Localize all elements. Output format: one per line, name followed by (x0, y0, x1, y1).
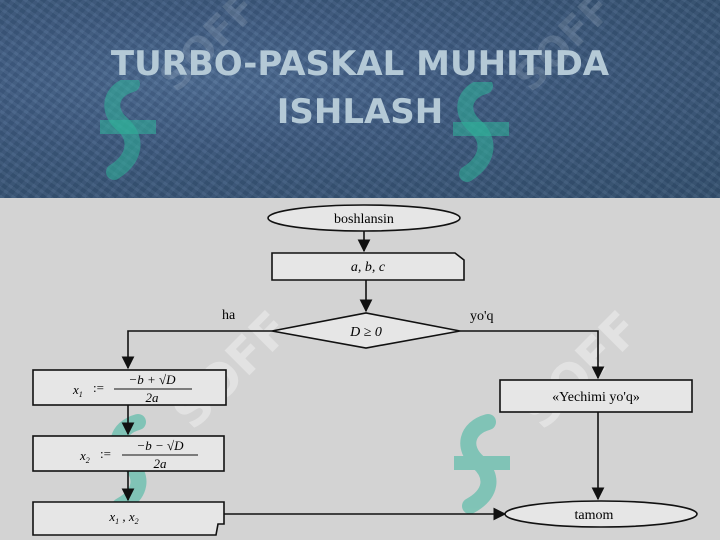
x2-numerator: −b − √D (136, 438, 184, 453)
connector-no (460, 330, 605, 380)
x2-assignment-block (32, 435, 225, 472)
input-block (271, 252, 465, 281)
x2-denominator: 2a (154, 456, 168, 471)
input-label: a, b, c (351, 260, 386, 275)
title-line-2: ISHLASH (276, 92, 444, 132)
x1-assign-op: := (93, 380, 104, 395)
x2-var: x2 (79, 448, 90, 465)
x1-assignment-block (32, 369, 227, 406)
end-label: tamom (575, 508, 614, 523)
title-banner: SOFF SOFF TURBO-PASKAL MUHITIDA ISHLASH (0, 0, 720, 198)
output-roots-label: x1 , x2 (108, 509, 138, 526)
connector-yes (121, 330, 272, 370)
flowchart-canvas: SOFF SOFF boshlansin a, b, c D ≥ 0 ha yo… (32, 204, 698, 536)
yes-label: ha (222, 308, 236, 323)
flowchart: SOFF SOFF boshlansin a, b, c D ≥ 0 ha yo… (0, 198, 720, 540)
output-roots-block (32, 501, 225, 536)
x1-var: x1 (72, 382, 83, 399)
x1-numerator: −b + √D (128, 372, 176, 387)
end-terminator (504, 500, 698, 528)
x2-assign-op: := (100, 446, 111, 461)
watermark-logo-icon (454, 414, 510, 514)
no-solution-block (499, 379, 693, 413)
no-label: yo'q (470, 309, 494, 324)
watermark-text: SOFF (512, 301, 651, 440)
title-line-1: TURBO-PASKAL MUHITIDA (110, 44, 610, 84)
x1-denominator: 2a (146, 390, 160, 405)
slide-title: TURBO-PASKAL MUHITIDA ISHLASH (0, 40, 720, 136)
decision-label: D ≥ 0 (349, 325, 382, 340)
no-solution-label: «Yechimi yo'q» (552, 390, 640, 405)
start-label: boshlansin (334, 212, 394, 227)
